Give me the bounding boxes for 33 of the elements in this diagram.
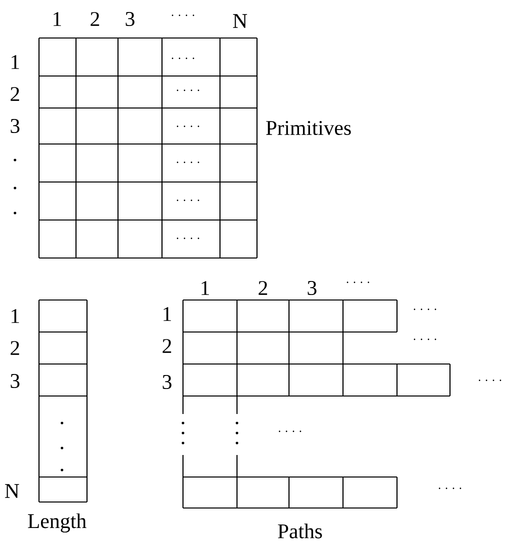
ellipsis: · · · · <box>172 58 194 60</box>
row-label: 2 <box>162 339 172 353</box>
row-label: 3 <box>10 118 20 134</box>
ellipsis: · · · · <box>414 338 436 340</box>
row-label: Paths <box>278 524 322 538</box>
ellipsis: · · · · <box>176 90 200 92</box>
row-label: 1 <box>54 12 61 26</box>
row-label: Length <box>28 513 86 533</box>
row-label: 2 <box>10 87 20 101</box>
ellipsis: · · · · <box>278 430 302 432</box>
row-label: 1 <box>12 309 19 323</box>
ellipsis: · · · · <box>172 14 194 16</box>
row-label: 1 <box>164 307 171 321</box>
ellipsis: · · · · <box>346 282 370 284</box>
row-label: 2 <box>10 341 20 355</box>
ellipsis: · · · · <box>176 126 200 128</box>
row-label: Primitives <box>266 120 351 136</box>
row-label: 3 <box>126 12 134 26</box>
row-label: 3 <box>10 374 20 388</box>
row-label: 3 <box>162 374 172 390</box>
row-label: N <box>5 484 20 498</box>
ellipsis: · · · · <box>176 200 200 202</box>
row-label: 2 <box>90 12 100 26</box>
ellipsis: · · · · <box>478 380 502 382</box>
row-label: 1 <box>12 55 19 69</box>
ellipsis: · · · · <box>176 238 200 240</box>
row-label: N <box>233 14 248 28</box>
row-label: 2 <box>258 281 268 295</box>
row-label: 3 <box>308 280 316 296</box>
ellipsis: · · · · <box>176 162 200 164</box>
row-label: 1 <box>202 281 209 295</box>
ellipsis: · · · · <box>414 308 436 310</box>
ellipsis: · · · · <box>438 488 462 490</box>
